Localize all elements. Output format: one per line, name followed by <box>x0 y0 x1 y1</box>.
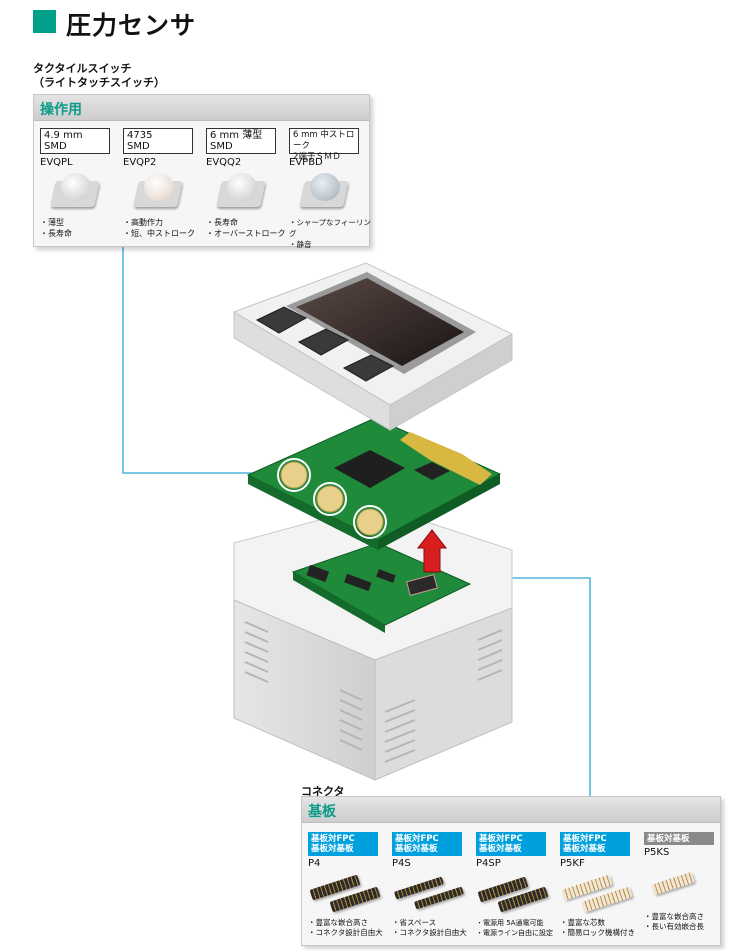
switch-features: ・シャープなフィーリング ・静音 <box>289 218 371 249</box>
switch-leader-line <box>122 247 252 474</box>
connector-model: P5KF <box>560 858 585 869</box>
display-screen <box>296 278 464 366</box>
connector-features: ・電源用 5A通電可能 ・電源ライン自由に設定 <box>476 919 553 937</box>
connector-item-p4: 基板対FPC 基板対基板 P4 ・豊富な嵌合高さ ・コネクタ設計自由大 <box>308 832 388 938</box>
upper-pcb <box>246 417 502 550</box>
switch-image <box>131 171 186 213</box>
switch-image <box>297 171 352 213</box>
connector-model: P5KS <box>644 847 670 858</box>
connector-item-p5ks: 基板対基板 P5KS ・豊富な嵌合高さ ・長い有効嵌合長 <box>644 832 724 932</box>
connector-features: ・豊富な嵌合高さ ・コネクタ設計自由大 <box>308 918 383 937</box>
title-marker <box>33 10 56 33</box>
switch-features: ・長寿命 ・オーバーストローク <box>206 218 286 238</box>
connector-features: ・豊富な芯数 ・簡易ロック機構付き <box>560 918 635 937</box>
connector-panel: 基板 基板対FPC 基板対基板 P4 ・豊富な嵌合高さ ・コネクタ設計自由大 基… <box>301 796 721 946</box>
connector-model: P4S <box>392 858 411 869</box>
switch-panel-title: 操作用 <box>34 95 369 121</box>
connector-item-p4sp: 基板対FPC 基板対基板 P4SP ・電源用 5A通電可能 ・電源ライン自由に設… <box>476 832 556 938</box>
connector-image <box>392 874 466 914</box>
connector-image <box>644 871 718 912</box>
switch-spec: 4735 SMD <box>123 128 193 154</box>
connector-tag: 基板対FPC 基板対基板 <box>560 832 630 856</box>
top-case <box>232 262 514 431</box>
connector-tag: 基板対FPC 基板対基板 <box>392 832 462 856</box>
case-buttons <box>255 306 395 382</box>
switch-model: EVQPL <box>40 157 73 168</box>
connector-tag: 基板対基板 <box>644 832 714 845</box>
connector-tag: 基板対FPC 基板対基板 <box>476 832 546 856</box>
connector-image <box>560 874 634 914</box>
edge-contacts <box>400 432 492 485</box>
switch-image <box>214 171 269 213</box>
switch-item-evqpl: 4.9 mm SMD EVQPL ・薄型 ・長寿命 <box>40 128 122 239</box>
switch-model: EVQP2 <box>123 157 157 168</box>
bottom-case <box>233 504 513 781</box>
switch-model: EVPBD <box>289 157 323 168</box>
switch-item-evqp2: 4735 SMD EVQP2 ・高動作力 ・短、中ストローク <box>123 128 205 239</box>
lower-pcb <box>291 542 472 633</box>
connector-panel-title: 基板 <box>302 797 720 823</box>
switch-caption-line1: タクタイルスイッチ <box>33 62 132 75</box>
switch-features: ・薄型 ・長寿命 <box>40 218 72 238</box>
board-connector <box>406 574 438 596</box>
connector-model: P4SP <box>476 858 501 869</box>
switch-spec: 6 mm 中ストローク 2端子ＳＭＤ <box>289 128 359 162</box>
switch-model: EVQQ2 <box>206 157 242 168</box>
connector-caption: コネクタ <box>301 785 345 798</box>
connector-item-p4s: 基板対FPC 基板対基板 P4S ・省スペース ・コネクタ設計自由大 <box>392 832 472 938</box>
switch-spec: 6 mm 薄型 SMD <box>206 128 276 154</box>
connector-model: P4 <box>308 858 321 869</box>
switch-spec: 4.9 mm SMD <box>40 128 110 154</box>
main-ic <box>334 450 405 488</box>
connector-tag: 基板対FPC 基板対基板 <box>308 832 378 856</box>
switch-panel: 操作用 4.9 mm SMD EVQPL ・薄型 ・長寿命 4735 SMD E… <box>33 94 371 250</box>
switch-image <box>48 171 103 213</box>
connector-image <box>476 874 550 914</box>
assembly-arrow-icon <box>416 529 448 573</box>
connector-image <box>308 874 382 914</box>
connector-features: ・省スペース ・コネクタ設計自由大 <box>392 918 467 937</box>
switch-item-evpbd: 6 mm 中ストローク 2端子ＳＭＤ EVPBD ・シャープなフィーリング ・静… <box>289 128 371 250</box>
switch-caption: タクタイルスイッチ （ライトタッチスイッチ） <box>33 62 165 90</box>
connector-features: ・豊富な嵌合高さ ・長い有効嵌合長 <box>644 912 704 931</box>
switch-item-evqq2: 6 mm 薄型 SMD EVQQ2 ・長寿命 ・オーバーストローク <box>206 128 288 239</box>
connector-item-p5kf: 基板対FPC 基板対基板 P5KF ・豊富な芯数 ・簡易ロック機構付き <box>560 832 640 938</box>
page-title: 圧力センサ <box>66 11 197 40</box>
switch-caption-line2: （ライトタッチスイッチ） <box>33 76 165 89</box>
switch-features: ・高動作力 ・短、中ストローク <box>123 218 195 238</box>
